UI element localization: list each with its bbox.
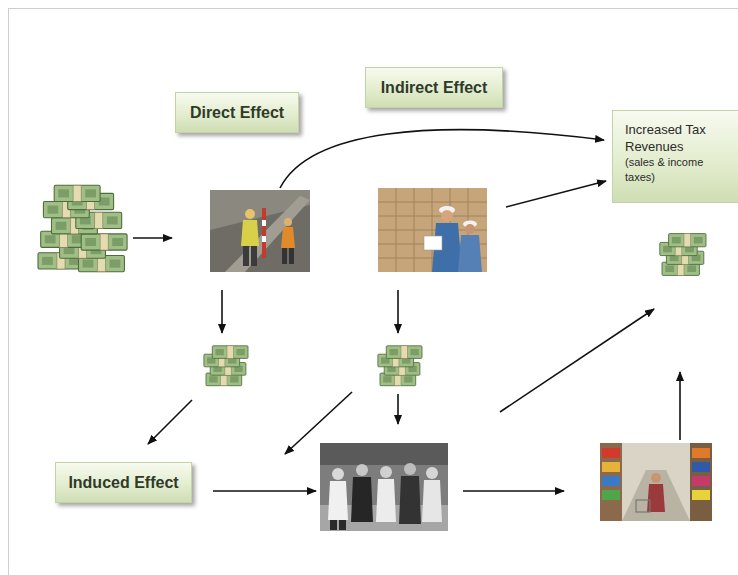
effect-box: Induced Effect [55,462,192,503]
node-label: Induced Effect [68,474,178,492]
effect-box: Indirect Effect [365,67,503,108]
node-label: Increased Tax Revenues [625,121,726,155]
money-stack [38,185,127,271]
construction-photo [210,190,310,272]
grocery-photo [600,443,712,521]
effect-box: Direct Effect [175,92,299,133]
money-icon [378,346,422,386]
frame [9,9,738,575]
node-label: Direct Effect [190,104,284,122]
node-sublabel: (sales & income taxes) [625,155,726,185]
node-label: Indirect Effect [381,79,488,97]
flow-arrows [133,130,680,491]
workers-photo [320,443,448,531]
tax-revenue-box: Increased Tax Revenues(sales & income ta… [612,110,738,203]
money-icon [660,234,706,276]
warehouse-photo [378,188,487,272]
money-icon [204,346,248,386]
